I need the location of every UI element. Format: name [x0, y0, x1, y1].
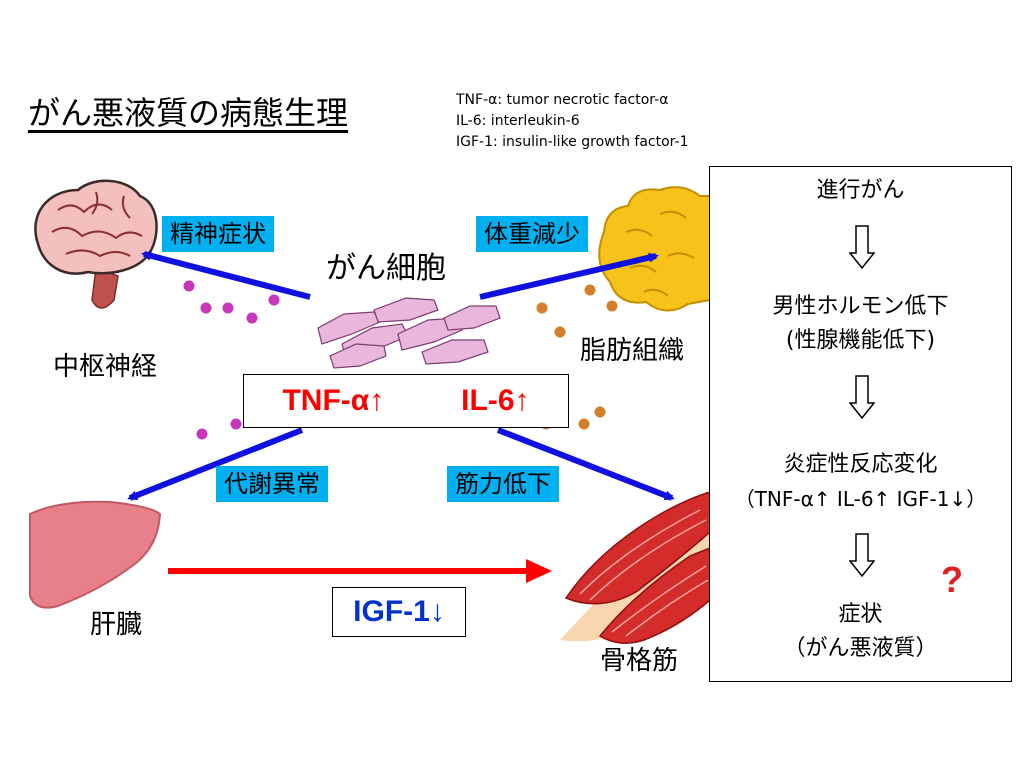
cns-label: 中枢神経: [53, 352, 158, 382]
psychiatric-symptoms-box: 精神症状: [162, 216, 274, 252]
arrow-to-adipose: [479, 252, 659, 300]
abbreviation-igf: IGF-1: insulin-like growth factor-1: [456, 134, 689, 150]
pathophysiology-flow-panel: 進行がん 男性ホルモン低下 (性腺機能低下) 炎症性反応変化 （TNF-α↑ I…: [709, 166, 1012, 682]
muscle-label: 骨格筋: [600, 646, 679, 676]
cancer-cell-label: がん細胞: [326, 251, 446, 286]
down-arrow-icon: [849, 375, 875, 419]
flow-step-cachexia: （がん悪液質）: [783, 636, 938, 661]
cytokine-box: TNF-α↑ IL-6↑: [243, 374, 569, 428]
tnf-alpha-label: TNF-α↑: [282, 384, 385, 417]
liver-icon: [29, 500, 162, 609]
il6-label: IL-6↑: [461, 384, 530, 417]
flow-step-androgen-decline: 男性ホルモン低下: [772, 294, 949, 319]
liver-label: 肝臓: [90, 610, 143, 640]
adipose-label: 脂肪組織: [580, 336, 685, 366]
arrow-to-muscle: [496, 427, 675, 501]
metabolic-abnormality-box: 代謝異常: [216, 466, 328, 502]
down-arrow-icon: [849, 225, 875, 269]
adipose-icon: [598, 186, 711, 312]
abbreviation-tnf: TNF-α: tumor necrotic factor-α: [456, 92, 669, 108]
arrow-to-cns: [141, 250, 311, 300]
arrow-to-liver: [127, 427, 304, 501]
muscle-icon: [560, 490, 711, 644]
flow-step-hypogonadism: (性腺機能低下): [785, 328, 936, 353]
flow-step-symptoms: 症状: [838, 602, 883, 627]
question-mark: ?: [941, 559, 963, 600]
arrow-liver-to-muscle: [168, 559, 552, 583]
muscle-weakness-box: 筋力低下: [447, 466, 559, 502]
flow-step-cytokine-changes: （TNF-α↑ IL-6↑ IGF-1↓）: [734, 487, 987, 511]
weight-loss-box: 体重減少: [476, 216, 588, 252]
cancer-cells-icon: [317, 297, 501, 369]
abbreviation-il6: IL-6: interleukin-6: [456, 113, 580, 129]
page-title: がん悪液質の病態生理: [28, 94, 349, 132]
abbreviation-list: TNF-α: tumor necrotic factor-α IL-6: int…: [456, 90, 688, 153]
flow-step-inflammation: 炎症性反応変化: [783, 452, 938, 477]
brain-icon: [34, 179, 158, 309]
down-arrow-icon: [849, 533, 875, 577]
cytokine-dots: [183, 280, 618, 440]
igf1-box: IGF-1↓: [332, 587, 466, 637]
flow-step-advanced-cancer: 進行がん: [816, 178, 905, 203]
